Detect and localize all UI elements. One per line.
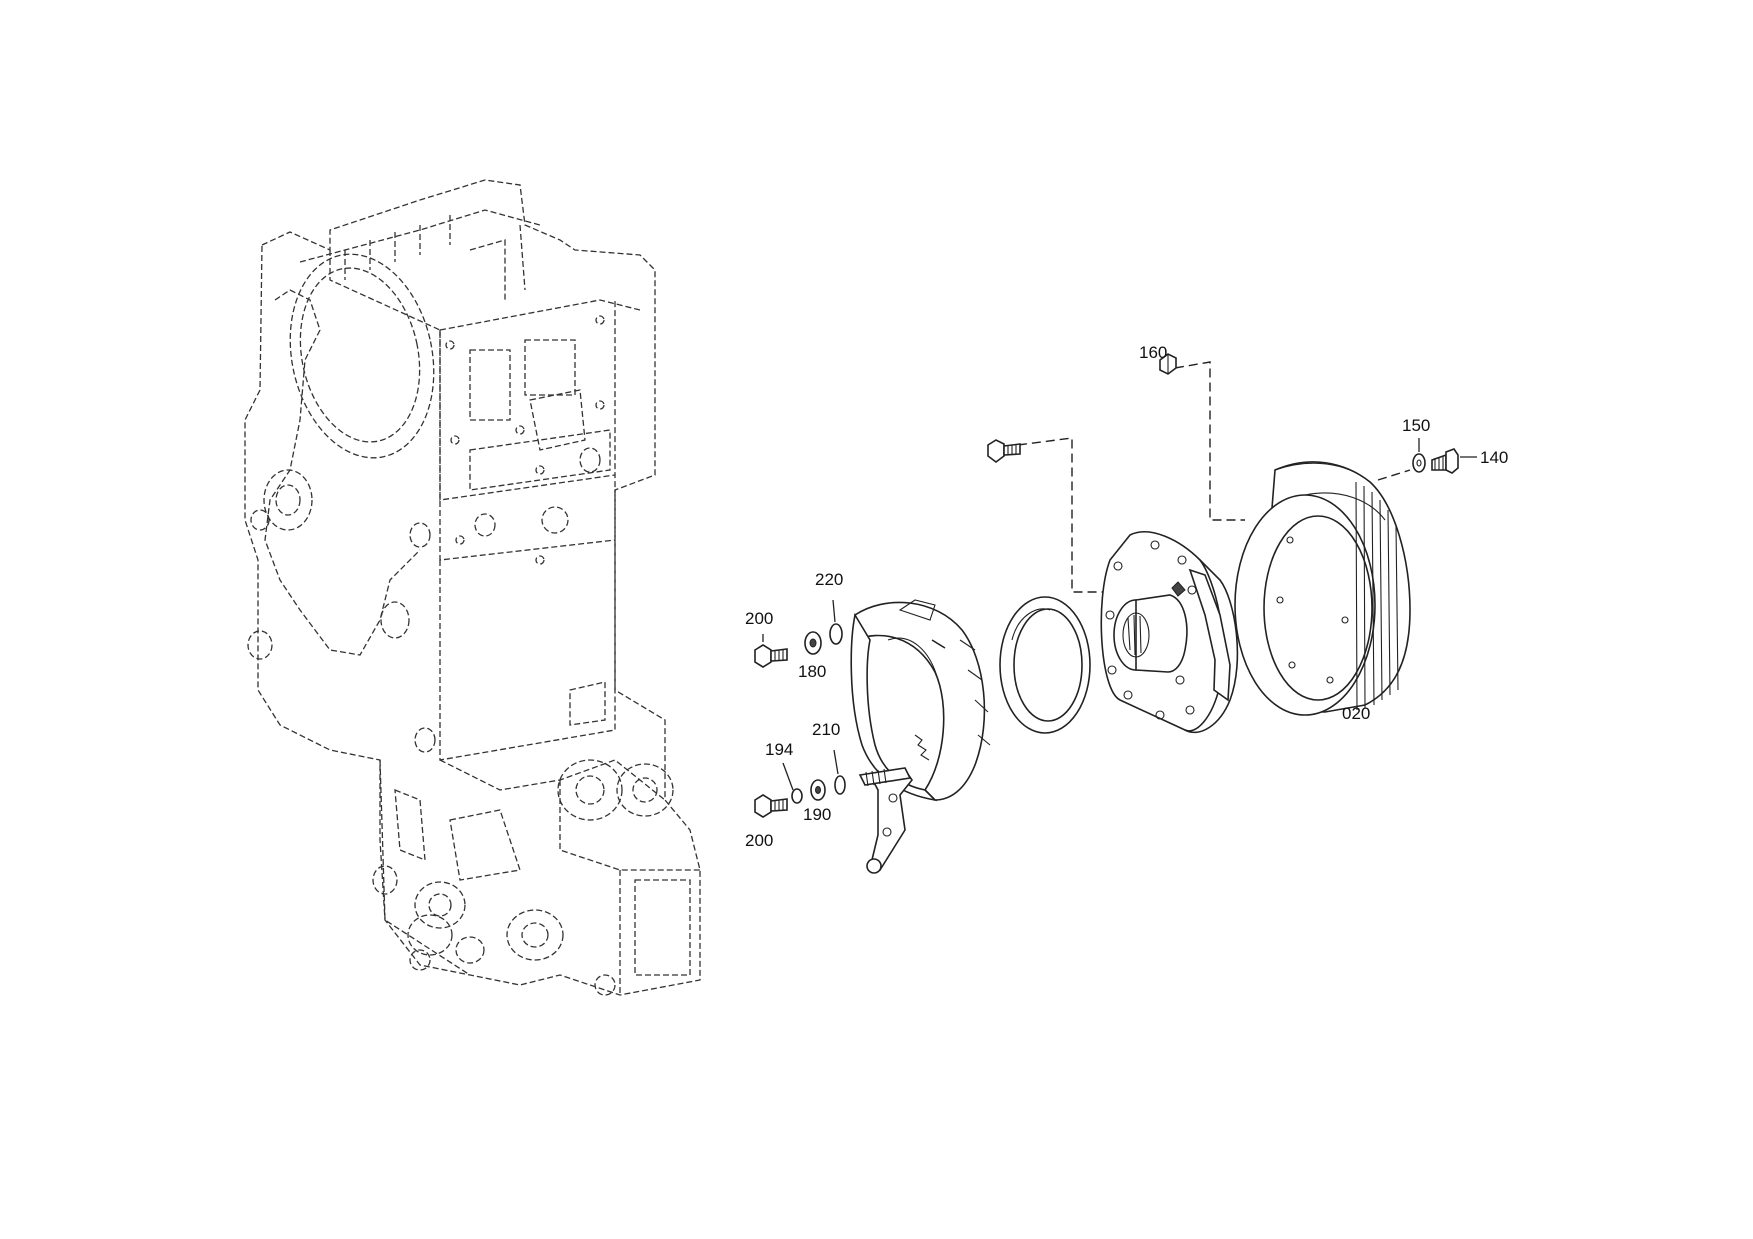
o-ring-220	[829, 623, 843, 645]
thrust-washer	[999, 596, 1091, 734]
o-ring-210	[834, 775, 846, 795]
callout-220: 220	[815, 570, 843, 589]
lever-shaft-splines	[865, 768, 887, 787]
transmission-housing-outline	[244, 179, 701, 996]
drum-ribs	[1355, 481, 1399, 711]
callout-140: 140	[1480, 448, 1508, 467]
control-block-bolt-holes	[445, 315, 605, 565]
flange-bolt-holes	[1105, 540, 1197, 720]
hex-bolt-140	[1431, 448, 1459, 474]
callout-labels: 160 150 140 020 220 200 180 210 194 190 …	[745, 343, 1508, 850]
callout-194: 194	[765, 740, 793, 759]
assembly-lines	[1017, 361, 1411, 593]
callout-160: 160	[1139, 343, 1167, 362]
brake-drum-flange	[1100, 531, 1239, 734]
hex-bolt-200-top	[754, 644, 788, 668]
callout-180: 180	[798, 662, 826, 681]
callout-190: 190	[803, 805, 831, 824]
brake-shoe	[850, 599, 991, 802]
washer-190	[810, 779, 826, 801]
callout-020: 020	[1342, 704, 1370, 723]
washer-194	[791, 788, 803, 804]
callout-210: 210	[812, 720, 840, 739]
hex-bolt-flange	[987, 439, 1021, 463]
operating-lever	[858, 767, 913, 874]
hex-nut-160	[1159, 353, 1177, 375]
callout-150: 150	[1402, 416, 1430, 435]
callout-200-bottom: 200	[745, 831, 773, 850]
washer-150	[1412, 453, 1426, 473]
washer-180	[804, 631, 822, 655]
hub-splines	[1127, 614, 1142, 656]
callout-200-top: 200	[745, 609, 773, 628]
drum-inner-holes	[1276, 536, 1349, 684]
hex-bolt-200-bottom	[754, 794, 788, 818]
brake-drum	[1234, 461, 1411, 716]
callout-leaders	[762, 438, 1477, 791]
